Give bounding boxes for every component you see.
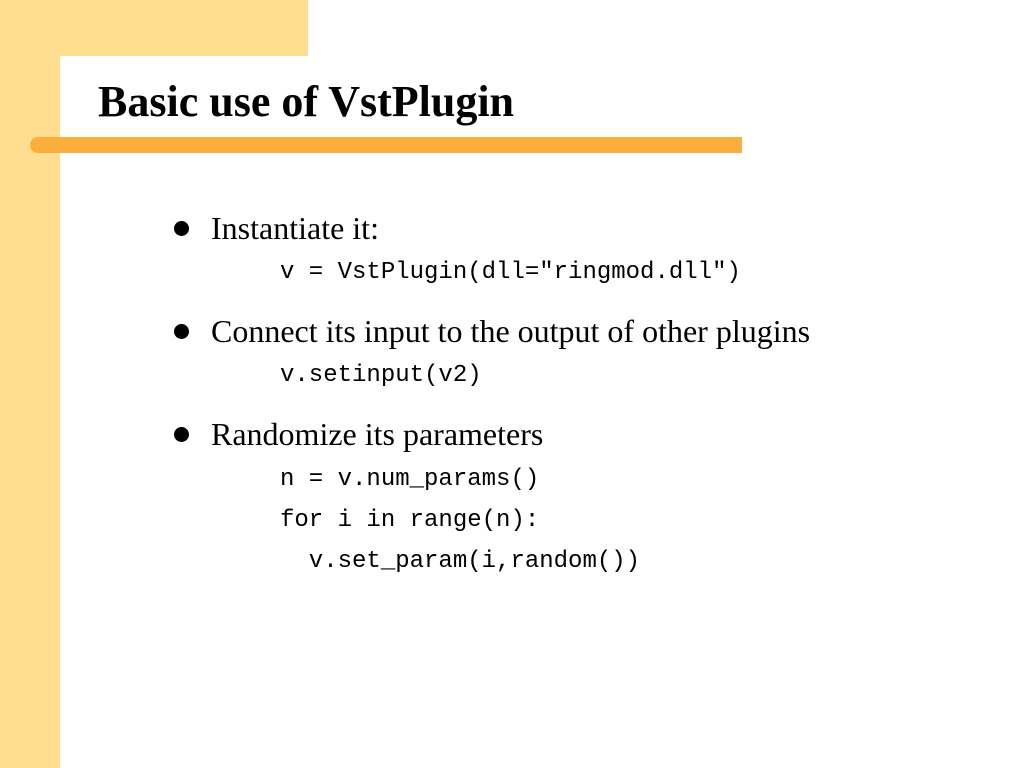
code-line: v = VstPlugin(dll="ringmod.dll") [280,259,741,286]
bullet-item-connect: Connect its input to the output of other… [174,311,810,351]
title-underline-bar [30,137,742,153]
bullet-text: Connect its input to the output of other… [211,313,811,349]
bullet-item-instantiate: Instantiate it: [174,208,379,248]
code-line: n = v.num_params() [280,466,540,493]
slide-title: Basic use of VstPlugin [98,77,515,126]
bullet-text: Instantiate it: [211,210,379,246]
bullet-dot-icon [174,426,189,442]
bullet-text: Randomize its parameters [211,416,544,452]
bullet-dot-icon [174,323,189,339]
code-line: v.setinput(v2) [280,362,482,389]
bullet-item-randomize: Randomize its parameters [174,414,543,454]
code-line: for i in range(n): [280,507,540,534]
top-decorative-band [0,0,308,56]
corner-curve [60,56,100,96]
code-line: v.set_param(i,random()) [280,548,641,575]
bullet-dot-icon [174,220,189,236]
left-decorative-band [0,0,60,768]
